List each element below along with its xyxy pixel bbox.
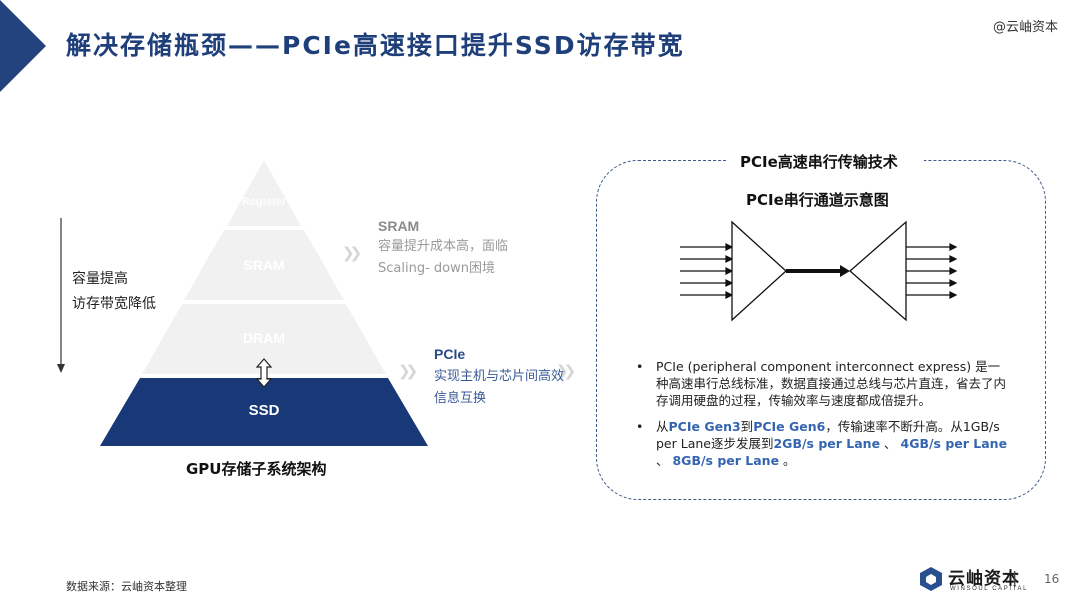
bullet-text: ，传输速率不断升高。从1GB/s per Lane逐步发展到 — [656, 419, 1000, 451]
pyramid-level-ssd — [100, 378, 428, 446]
pyramid-label-sram: SRAM — [243, 257, 285, 273]
pyramid-level-sram — [184, 230, 344, 300]
pcie-bullet-list: • PCIe (peripheral component interconnec… — [636, 358, 1008, 478]
highlight-gen3: PCIe Gen3 — [668, 419, 741, 434]
bullet-text-definition: PCIe (peripheral component interconnect … — [656, 359, 1007, 408]
logo-separator: | — [1012, 568, 1018, 587]
corner-decoration — [0, 0, 46, 92]
watermark: @云岫资本 — [992, 20, 1058, 35]
logo-icon — [920, 567, 942, 591]
highlight-2gbps: 2GB/s per Lane — [773, 436, 881, 451]
down-arrow-icon — [57, 218, 65, 373]
updown-arrow-icon — [256, 358, 272, 388]
diagram-title: PCIe串行通道示意图 — [746, 191, 889, 209]
bullet-text: 、 — [656, 453, 673, 468]
pcie-serial-diagram — [680, 220, 958, 322]
bullet-item: • 从PCIe Gen3到PCIe Gen6，传输速率不断升高。从1GB/s p… — [636, 418, 1008, 469]
bullet-dot-icon: • — [636, 419, 644, 434]
highlight-8gbps: 8GB/s per Lane — [672, 453, 780, 468]
bullet-text: 到 — [740, 419, 754, 434]
sram-note-body: 容量提升成本高，面临Scaling- down困境 — [378, 239, 509, 276]
panel-title: PCIe高速串行传输技术 — [740, 153, 898, 171]
storage-pyramid — [100, 160, 428, 446]
sram-note-heading: SRAM — [378, 218, 420, 234]
bullet-dot-icon: • — [636, 359, 644, 374]
axis-label-capacity: 容量提高 — [72, 271, 128, 287]
pyramid-label-ssd: SSD — [248, 402, 280, 419]
bullet-item: • PCIe (peripheral component interconnec… — [636, 358, 1008, 409]
pyramid-label-dram: DRAM — [243, 330, 285, 346]
pyramid-caption: GPU存储子系统架构 — [186, 460, 327, 478]
highlight-4gbps: 4GB/s per Lane — [900, 436, 1008, 451]
page-title: 解决存储瓶颈——PCIe高速接口提升SSD访存带宽 — [66, 31, 685, 60]
axis-label-bandwidth: 访存带宽降低 — [72, 296, 156, 312]
highlight-gen6: PCIe Gen6 — [753, 419, 826, 434]
bullet-text: 、 — [880, 436, 901, 451]
pyramid-level-register — [227, 160, 301, 226]
bullet-text: 。 — [779, 453, 796, 468]
chevron-right-icon: ❯❯ — [342, 244, 362, 262]
pyramid-label-register: Register — [241, 196, 287, 208]
pcie-note-heading: PCIe — [434, 346, 466, 362]
data-source: 数据来源：云岫资本整理 — [66, 580, 187, 593]
logo-name-en: WINSOUL CAPITAL — [950, 586, 1029, 592]
bullet-text: 从 — [656, 419, 669, 434]
logo-name-cn: 云岫资本 — [948, 569, 1020, 589]
chevron-right-icon: ❯❯ — [398, 362, 418, 380]
pyramid-level-dram — [142, 304, 386, 374]
page-number: 16 — [1044, 572, 1060, 586]
pcie-note-body: 实现主机与芯片间高效信息互换 — [434, 369, 565, 406]
